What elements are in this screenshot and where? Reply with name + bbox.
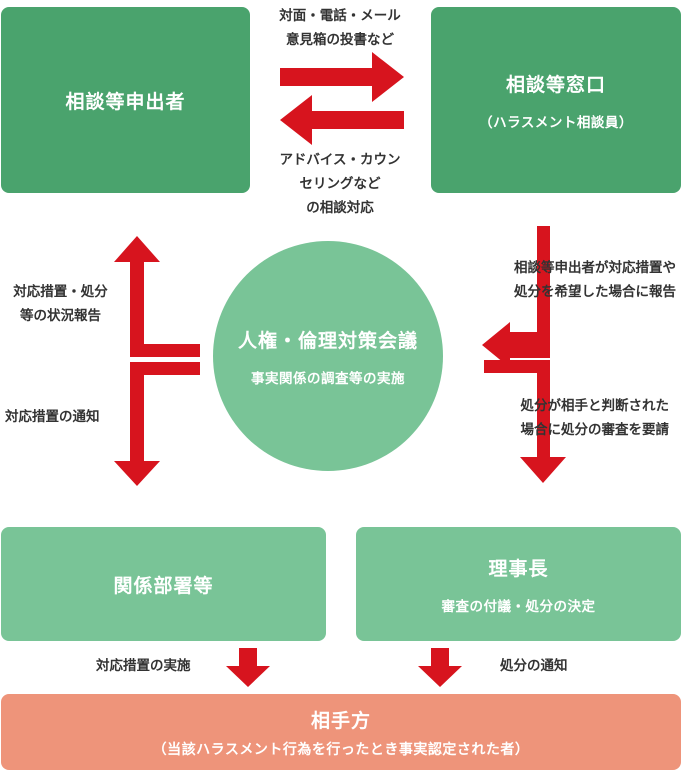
label-status-report-line1: 対応措置・処分 [13,284,108,300]
window-title: 相談等窓口 [505,73,606,96]
department-box: 関係部署等 [1,527,326,641]
label-window-report: 相談等申出者が対応措置や 処分を希望した場合に報告 [466,256,676,304]
label-to-applicant-line3: の相談対応 [306,200,374,216]
label-window-report-line2: 処分を希望した場合に報告 [514,284,676,300]
label-notify-disposal: 処分の通知 [500,658,568,674]
chairman-box: 理事長 審査の付議・処分の決定 [356,527,681,641]
label-request-review-line2: 場合に処分の審査を要請 [520,422,670,438]
arrow-up-left [114,236,200,357]
arrow-to-window [280,52,404,102]
council-title: 人権・倫理対策会議 [237,329,418,352]
label-to-applicant-line2: セリングなど [299,176,381,192]
applicant-title: 相談等申出者 [65,90,186,113]
label-window-report-line1: 相談等申出者が対応措置や [514,260,676,276]
council-circle: 人権・倫理対策会議 事実関係の調査等の実施 [213,241,443,471]
label-to-window-line2: 意見箱の投書など [286,32,394,48]
chairman-title: 理事長 [488,557,549,580]
arrow-to-applicant [280,95,404,145]
label-to-window: 対面・電話・メール 意見箱の投書など [255,4,425,52]
respondent-subtitle: （当該ハラスメント行為を行ったとき事実認定された者） [152,741,530,758]
consultation-window-box: 相談等窓口 （ハラスメント相談員） [431,7,681,193]
window-subtitle: （ハラスメント相談員） [479,114,633,131]
label-implement: 対応措置の実施 [96,658,191,674]
arrow-chair-to-respondent [418,648,462,687]
applicant-box: 相談等申出者 [1,7,250,193]
respondent-box: 相手方 （当該ハラスメント行為を行ったとき事実認定された者） [1,694,681,770]
label-request-review-line1: 処分が相手と判断された [520,398,670,414]
arrow-down-right [484,360,566,483]
arrow-to-council [482,226,550,368]
arrow-down-left [114,362,200,486]
chairman-subtitle: 審査の付議・処分の決定 [441,598,596,615]
label-request-review: 処分が相手と判断された 場合に処分の審査を要請 [466,394,670,442]
label-status-report-line2: 等の状況報告 [20,308,101,324]
council-subtitle: 事実関係の調査等の実施 [251,370,405,387]
label-status-report: 対応措置・処分 等の状況報告 [0,280,121,328]
arrow-dept-to-respondent [226,648,270,687]
department-title: 関係部署等 [113,574,214,597]
label-notify-measures: 対応措置の通知 [5,409,100,425]
respondent-title: 相手方 [310,709,371,732]
label-to-applicant: アドバイス・カウン セリングなど の相談対応 [255,148,425,220]
label-to-window-line1: 対面・電話・メール [279,8,401,24]
label-to-applicant-line1: アドバイス・カウン [279,152,401,168]
